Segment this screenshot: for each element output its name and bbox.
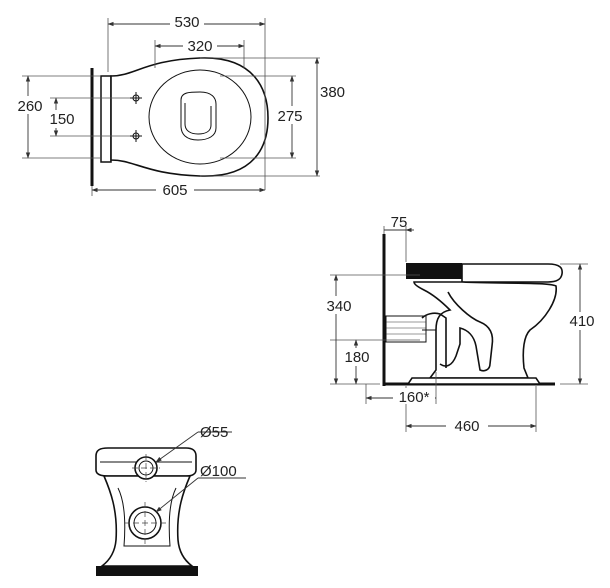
dim-label-inlet-diameter: Ø55 [200, 424, 228, 441]
side-view: 75 340 180 410 160* 460 [322, 214, 598, 435]
side-base [406, 377, 542, 385]
dim-label-340: 340 [326, 298, 351, 315]
top-bracket [100, 75, 112, 163]
leader-outlet [155, 477, 199, 513]
top-bowl-outline [110, 57, 269, 177]
dim-label-410: 410 [569, 313, 594, 330]
dim-label-160: 160* [399, 389, 430, 406]
dim-label-180: 180 [344, 349, 369, 366]
dim-label-150: 150 [49, 111, 74, 128]
dim-label-320: 320 [187, 38, 212, 55]
top-view: 530 320 380 275 260 150 605 [12, 12, 345, 199]
fixing-hole-upper [130, 92, 142, 104]
side-rim [461, 263, 563, 283]
front-base [96, 566, 198, 576]
front-view: Ø55 Ø100 [95, 424, 246, 576]
top-seat-opening [180, 91, 217, 141]
leader-inlet [155, 431, 199, 463]
side-siphon [421, 312, 447, 368]
dim-label-260: 260 [17, 98, 42, 115]
dim-label-75: 75 [391, 214, 408, 231]
side-inlet-block [406, 263, 462, 279]
dim-label-605: 605 [162, 182, 187, 199]
side-trapway [439, 291, 494, 372]
dim-label-275: 275 [277, 108, 302, 125]
fixing-hole-lower [130, 130, 142, 142]
dim-label-380: 380 [320, 84, 345, 101]
side-outlet-pipe [385, 315, 427, 343]
top-seat-ring [148, 69, 252, 165]
top-seat-opening-inner [184, 103, 212, 135]
dim-label-460: 460 [454, 418, 479, 435]
dim-label-530: 530 [174, 14, 199, 31]
dim-label-outlet-diameter: Ø100 [200, 463, 237, 480]
